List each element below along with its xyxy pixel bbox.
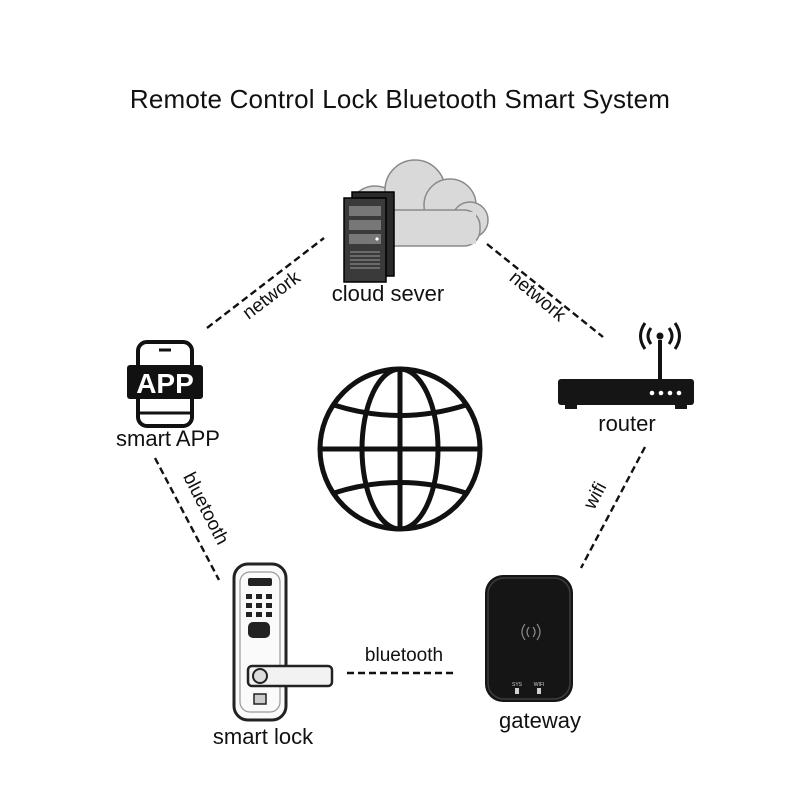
router-icon bbox=[558, 322, 694, 409]
link-gateway-lock-label: bluetooth bbox=[364, 645, 444, 666]
smart-app-label: smart APP bbox=[116, 426, 220, 451]
smart-lock-label: smart lock bbox=[212, 724, 314, 749]
gateway-led-wifi-label: WIFI bbox=[534, 682, 545, 688]
gateway-led-sys-label: SYS bbox=[512, 682, 523, 688]
gateway-label: gateway bbox=[499, 708, 581, 733]
diagram-title: Remote Control Lock Bluetooth Smart Syst… bbox=[129, 84, 671, 114]
globe-icon bbox=[317, 366, 483, 532]
link-cloud-router-line bbox=[486, 243, 604, 338]
smartphone-app-icon bbox=[127, 340, 203, 428]
link-app-cloud-line bbox=[206, 237, 325, 329]
cloud-server-icon bbox=[343, 159, 489, 283]
router-label: router bbox=[598, 411, 656, 436]
smart-lock-icon bbox=[232, 562, 334, 722]
cloud-server-label: cloud sever bbox=[331, 281, 445, 306]
gateway-icon bbox=[485, 575, 573, 702]
link-lock-app-line bbox=[153, 457, 221, 581]
link-router-gateway-line bbox=[579, 446, 647, 569]
app-badge-text: APP bbox=[136, 368, 194, 399]
